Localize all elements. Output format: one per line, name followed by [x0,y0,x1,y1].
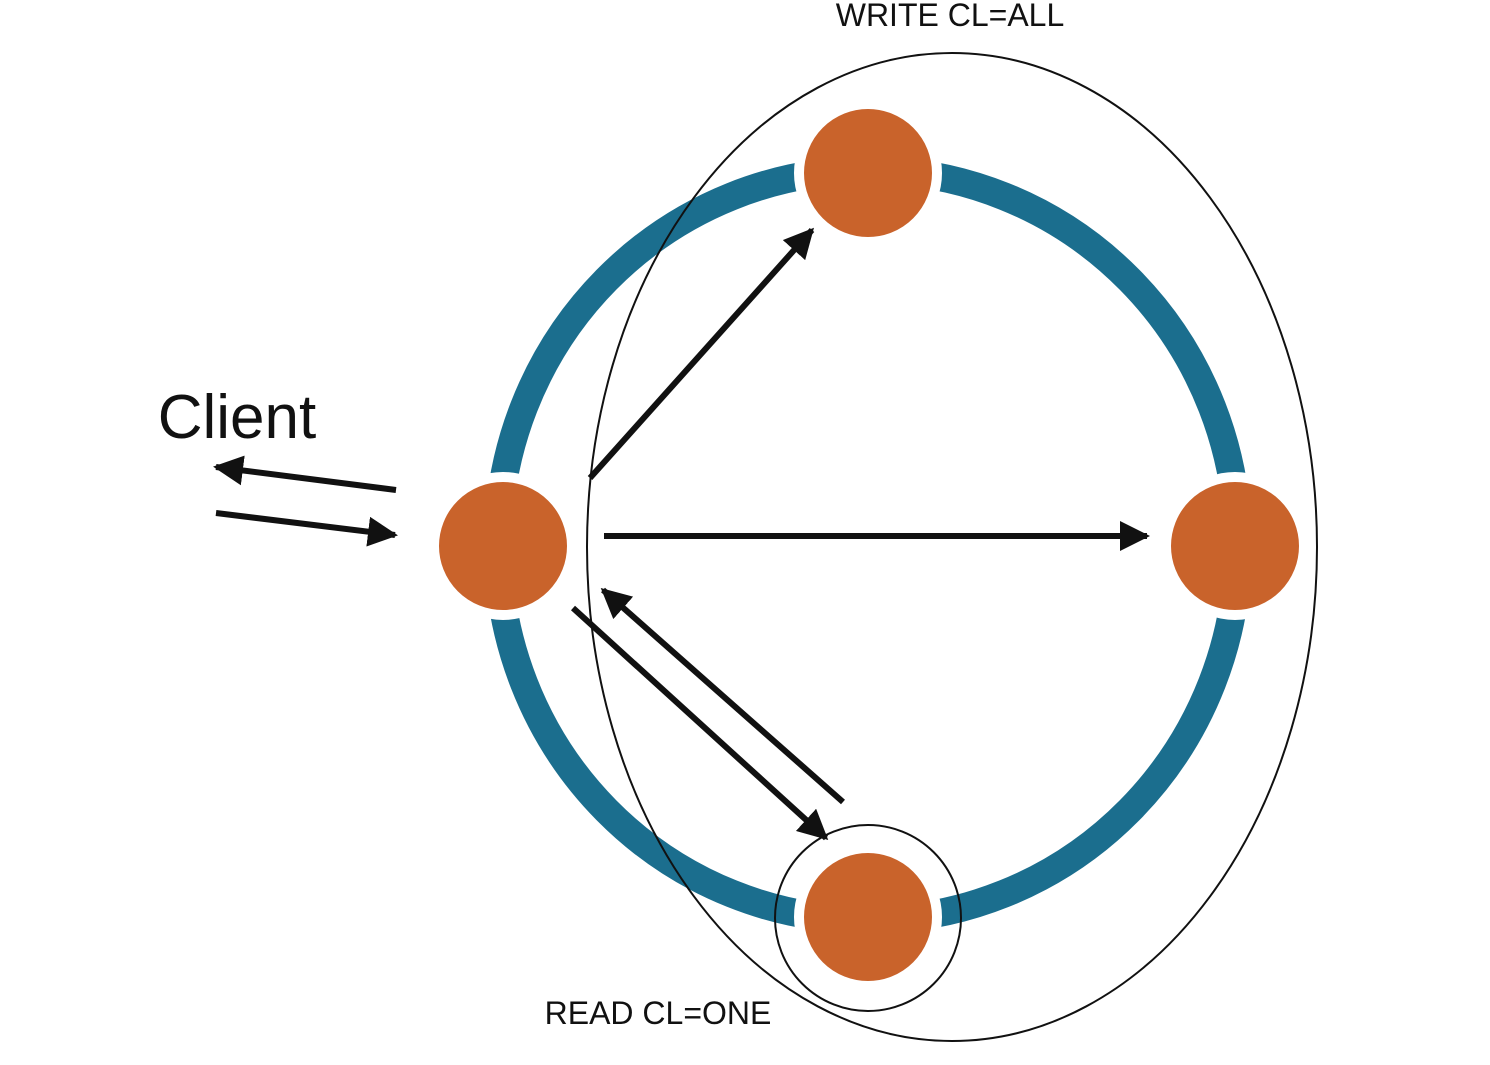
client-label: Client [158,383,317,452]
client-request-arrow [215,510,398,547]
write-arrow-top [587,227,815,481]
read-request-arrow [570,605,829,841]
read-scope-outline [774,824,962,1012]
read-consistency-label: READ CL=ONE [545,995,772,1031]
node-bottom [794,843,942,991]
node-right [1161,472,1309,620]
read-response-arrow [600,587,845,805]
write-consistency-label: WRITE CL=ALL [836,0,1065,33]
cluster-ring [484,156,1252,934]
node-left [429,472,577,620]
write-scope-outline [586,52,1318,1042]
node-top [794,99,942,247]
client-response-arrow [213,455,397,493]
